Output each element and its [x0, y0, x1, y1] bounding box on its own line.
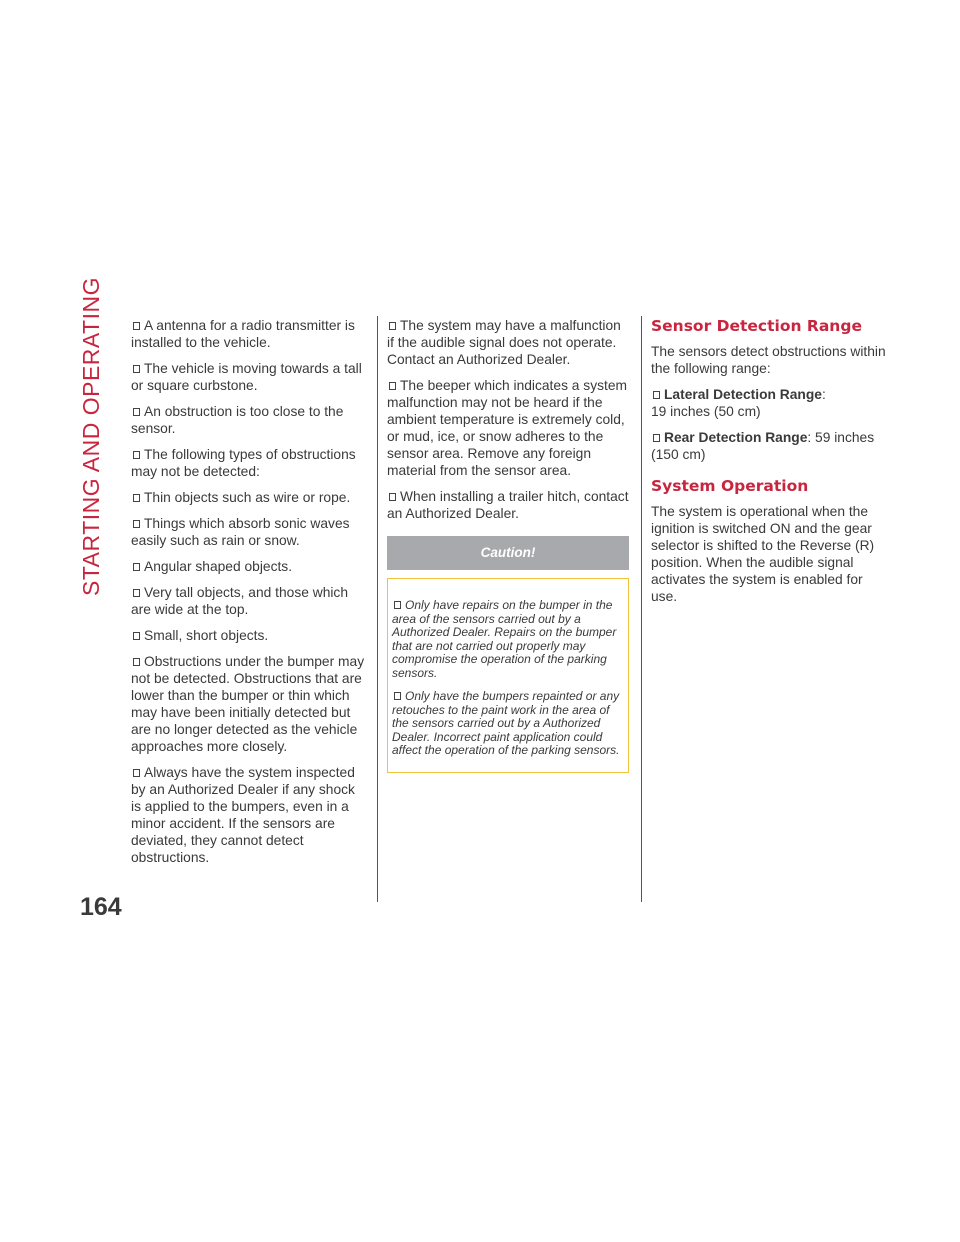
list-item: A antenna for a radio transmitter is ins… [131, 318, 355, 350]
checkbox-bullet-icon [389, 493, 396, 501]
list-item: When installing a trailer hitch, contact… [387, 489, 629, 521]
checkbox-bullet-icon [133, 769, 140, 777]
caution-title: Caution! [387, 536, 629, 570]
checkbox-bullet-icon [133, 658, 140, 666]
section-side-label: STARTING AND OPERATING [78, 277, 104, 596]
list-item: The beeper which indicates a system malf… [387, 378, 627, 478]
list-item: Always have the system inspected by an A… [131, 765, 355, 865]
checkbox-bullet-icon [133, 494, 140, 502]
checkbox-bullet-icon [133, 563, 140, 571]
checkbox-bullet-icon [389, 382, 396, 390]
checkbox-bullet-icon [133, 520, 140, 528]
column-1: A antenna for a radio transmitter is ins… [131, 317, 367, 875]
lateral-range-value: 19 inches (50 cm) [651, 404, 761, 419]
column-divider-right [641, 316, 642, 902]
checkbox-bullet-icon [133, 322, 140, 330]
checkbox-bullet-icon [394, 601, 401, 609]
checkbox-bullet-icon [133, 365, 140, 373]
list-item: Very tall objects, and those which are w… [131, 585, 349, 617]
list-item: Only have repairs on the bumper in the a… [392, 598, 617, 680]
checkbox-bullet-icon [394, 692, 401, 700]
section-heading-sensor-detection-range: Sensor Detection Range [651, 317, 862, 335]
caution-box: Caution! Only have repairs on the bumper… [387, 536, 629, 773]
checkbox-bullet-icon [133, 632, 140, 640]
checkbox-bullet-icon [653, 391, 660, 399]
column-3: Sensor Detection Range The sensors detec… [651, 317, 891, 614]
list-item: The vehicle is moving towards a tall or … [131, 361, 362, 393]
checkbox-bullet-icon [389, 322, 396, 330]
list-item: An obstruction is too close to the senso… [131, 404, 344, 436]
lateral-range-label: Lateral Detection Range [664, 387, 822, 402]
list-item: Lateral Detection Range: 19 inches (50 c… [651, 387, 826, 419]
list-item: Rear Detection Range: 59 inches (150 cm) [651, 429, 891, 463]
checkbox-bullet-icon [133, 589, 140, 597]
list-item: Only have the bumpers repainted or any r… [392, 689, 620, 757]
page-number: 164 [80, 893, 122, 921]
rear-range-label: Rear Detection Range [664, 430, 808, 445]
list-item: Small, short objects. [131, 627, 367, 644]
list-item: The following types of obstructions may … [131, 447, 356, 479]
caution-body: Only have repairs on the bumper in the a… [387, 578, 629, 773]
checkbox-bullet-icon [133, 451, 140, 459]
list-item: Thin objects such as wire or rope. [131, 489, 367, 506]
section-heading-system-operation: System Operation [651, 477, 809, 495]
rear-range-value: : 59 inches (150 cm) [651, 430, 875, 462]
list-item: Obstructions under the bumper may not be… [131, 654, 365, 754]
list-item: Angular shaped objects. [131, 558, 367, 575]
sensor-range-intro: The sensors detect obstructions within t… [651, 344, 886, 376]
column-divider-left [377, 316, 378, 902]
checkbox-bullet-icon [653, 434, 660, 442]
list-item: Things which absorb sonic waves easily s… [131, 516, 350, 548]
checkbox-bullet-icon [133, 408, 140, 416]
system-operation-text: The system is operational when the ignit… [651, 504, 875, 604]
list-item: The system may have a malfunction if the… [387, 318, 621, 367]
column-2: The system may have a malfunction if the… [387, 317, 629, 773]
